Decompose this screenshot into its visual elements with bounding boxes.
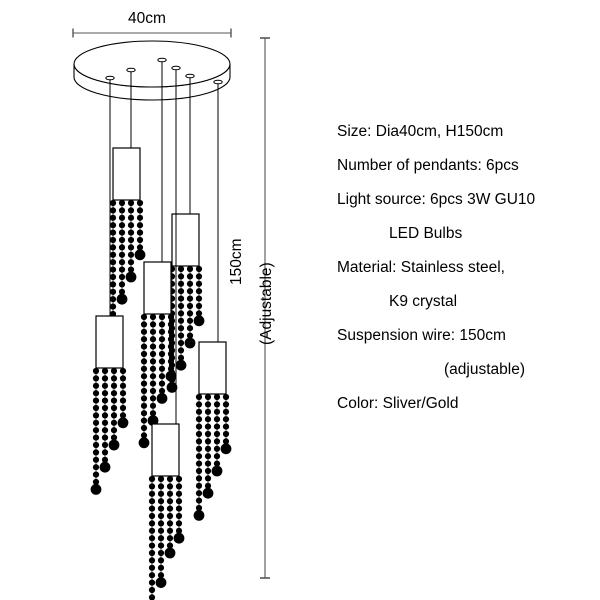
spec-line: Size: Dia40cm, H150cm	[337, 123, 504, 140]
dimension-label-diameter: 40cm	[128, 10, 166, 27]
ceiling-canopy	[73, 40, 231, 101]
pendant-5	[193, 79, 232, 521]
spec-line: Light source: 6pcs 3W GU10	[337, 191, 536, 208]
pendant-4	[90, 75, 129, 495]
pendant-6	[148, 65, 185, 600]
dimension-lines	[72, 28, 270, 579]
spec-line: Material: Stainless steel,	[337, 259, 505, 276]
spec-line: (adjustable)	[444, 361, 525, 378]
spec-line: Suspension wire: 150cm	[337, 327, 506, 344]
pendant-1	[107, 67, 146, 327]
dimension-label-adjustable: (Adjustable)	[258, 262, 275, 345]
spec-line: K9 crystal	[389, 293, 458, 310]
pendants-group	[90, 57, 232, 600]
pendant-3	[138, 57, 177, 449]
spec-line: Number of pendants: 6pcs	[337, 157, 519, 174]
spec-line: LED Bulbs	[389, 225, 463, 242]
dimension-label-height: 150cm	[228, 238, 245, 285]
spec-line: Color: Sliver/Gold	[337, 395, 459, 412]
